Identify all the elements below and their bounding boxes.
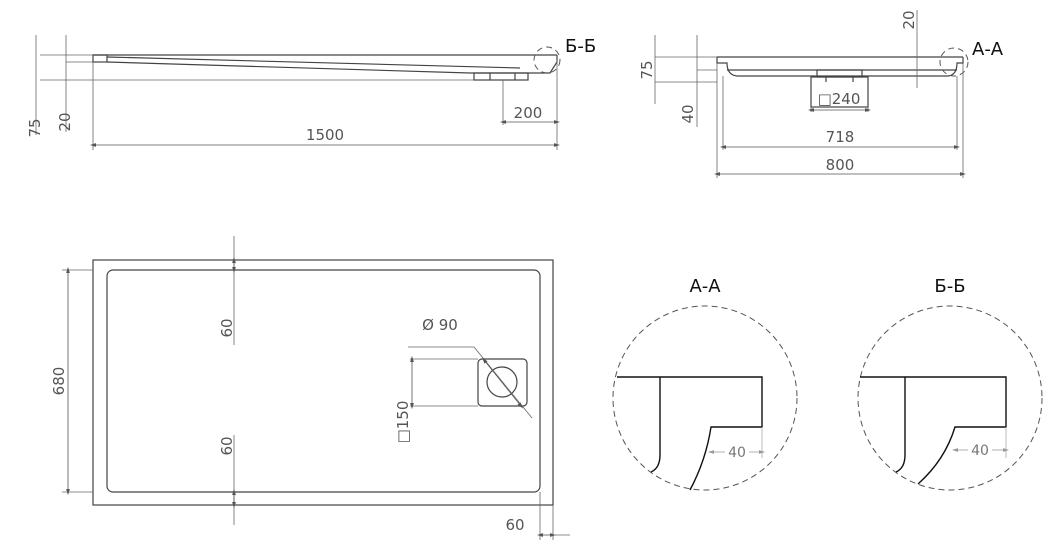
side-view-length: 1500 200 75 20 Б-Б xyxy=(26,35,596,150)
dim-margin-right: 60 xyxy=(505,516,524,534)
dim-total-height-2: 75 xyxy=(638,60,656,79)
detail-b: Б-Б 40 xyxy=(857,276,1043,491)
dim-margin-top: 60 xyxy=(218,318,236,337)
section-label-a: А-А xyxy=(972,39,1004,60)
section-marker-b xyxy=(533,46,561,74)
plan-view: 680 60 60 60 Ø 90 □150 xyxy=(50,236,570,540)
detail-a: А-А 40 xyxy=(612,276,798,491)
dim-drain-size: □240 xyxy=(818,90,861,108)
dim-edge-height: 20 xyxy=(56,112,74,131)
dim-drain-diameter: Ø 90 xyxy=(422,316,458,334)
dim-rim: 20 xyxy=(900,10,918,29)
dim-total-height: 75 xyxy=(26,118,44,137)
detail-a-title: А-А xyxy=(689,276,721,297)
section-label-b: Б-Б xyxy=(565,36,596,57)
dim-drain-depth: 40 xyxy=(679,104,697,123)
dim-drain-offset: 200 xyxy=(514,104,543,122)
side-view-width: □240 718 800 75 40 20 А-А xyxy=(638,10,1004,178)
dim-drain-square: □150 xyxy=(394,401,412,444)
dim-plan-width: 680 xyxy=(50,367,68,396)
detail-b-dim: 40 xyxy=(971,443,989,459)
section-marker-a xyxy=(939,47,969,77)
dim-width: 800 xyxy=(826,156,855,174)
detail-a-dim: 40 xyxy=(728,445,746,461)
dim-length: 1500 xyxy=(306,126,344,144)
dim-inner-width: 718 xyxy=(826,128,855,146)
detail-b-title: Б-Б xyxy=(934,276,965,297)
dim-margin-bottom: 60 xyxy=(218,436,236,455)
